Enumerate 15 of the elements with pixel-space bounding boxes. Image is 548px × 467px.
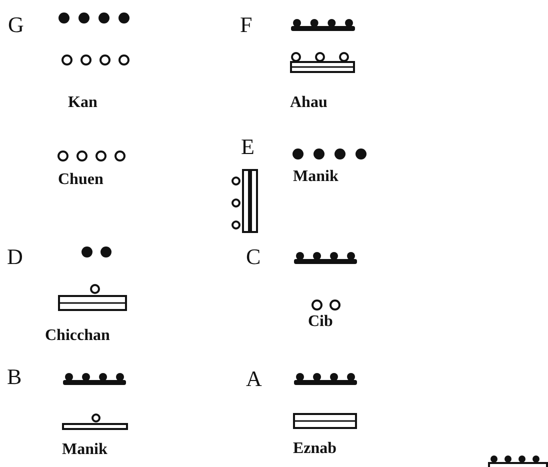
- day-name: Cib: [308, 314, 333, 330]
- glyph-letter: E: [241, 136, 254, 158]
- glyph-letter: C: [246, 246, 261, 268]
- day-name: Ahau: [290, 95, 328, 111]
- day-name: Chicchan: [45, 328, 110, 344]
- glyph-letter: B: [7, 366, 22, 388]
- glyph-letter: G: [8, 14, 24, 36]
- day-name: Eznab: [293, 441, 337, 457]
- glyph-letter: F: [240, 14, 252, 36]
- day-name: Manik: [293, 169, 338, 185]
- glyph-letter: A: [246, 368, 262, 390]
- day-name: Chuen: [58, 172, 104, 188]
- glyph-letter: D: [7, 246, 23, 268]
- day-name: Manik: [62, 442, 108, 458]
- day-name: Kan: [68, 95, 98, 111]
